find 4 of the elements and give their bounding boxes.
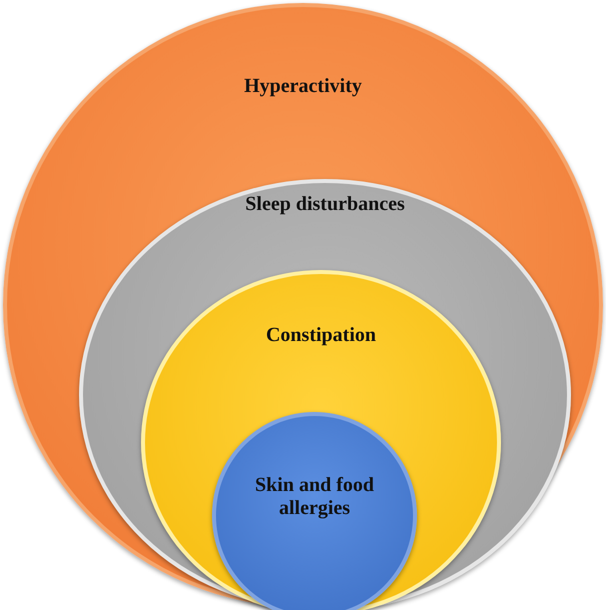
circle-label: Constipation [266,324,376,347]
circle-label: Skin and food allergies [254,474,375,520]
circle-label: Sleep disturbances [245,193,405,216]
circle-label: Hyperactivity [244,75,362,98]
